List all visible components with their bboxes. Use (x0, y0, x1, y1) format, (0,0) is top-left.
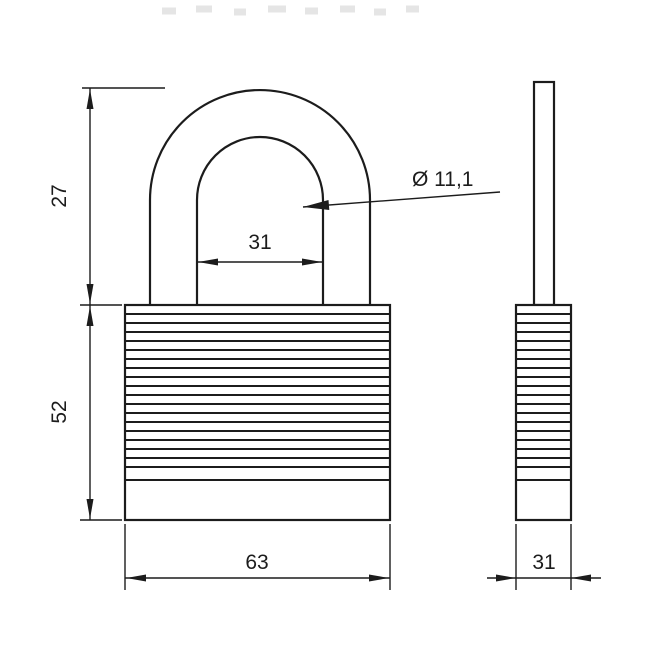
dim-body-width-label: 63 (245, 551, 268, 574)
arrowhead-right (369, 574, 389, 582)
dim-shackle-diameter: Ø 11,1 (302, 168, 501, 210)
dim-shackle-inner-width: 31 (197, 231, 323, 266)
dim-shackle-height-label: 27 (48, 184, 71, 207)
side-body-laminations (516, 313, 571, 468)
arrowhead-inward-right (496, 574, 516, 582)
leader-line (302, 191, 501, 208)
front-shackle-outer (148, 88, 372, 305)
front-shackle-inner (195, 135, 325, 305)
arrowhead-up (86, 306, 94, 326)
cropped-text-artifact (162, 5, 419, 16)
front-body-laminations (125, 313, 390, 468)
front-view (123, 88, 392, 522)
dim-body-height-label: 52 (48, 400, 71, 423)
side-view (514, 80, 573, 522)
arrowhead-left (126, 574, 146, 582)
arrowhead-down (86, 284, 94, 304)
dim-body-width: 63 (124, 524, 391, 590)
side-shackle (532, 80, 556, 307)
arrowhead-leader (303, 200, 330, 210)
dim-shackle-and-body-height: 27 52 (48, 87, 165, 521)
dim-inner-width-label: 31 (248, 231, 271, 254)
arrowhead-down (86, 499, 94, 519)
arrowhead-right (302, 258, 322, 266)
dim-body-depth: 31 (487, 524, 601, 590)
dim-diameter-label: Ø 11,1 (412, 168, 473, 191)
dim-body-depth-label: 31 (532, 551, 555, 574)
arrowhead-inward-left (571, 574, 591, 582)
arrowhead-up (86, 89, 94, 109)
arrowhead-left (198, 258, 218, 266)
